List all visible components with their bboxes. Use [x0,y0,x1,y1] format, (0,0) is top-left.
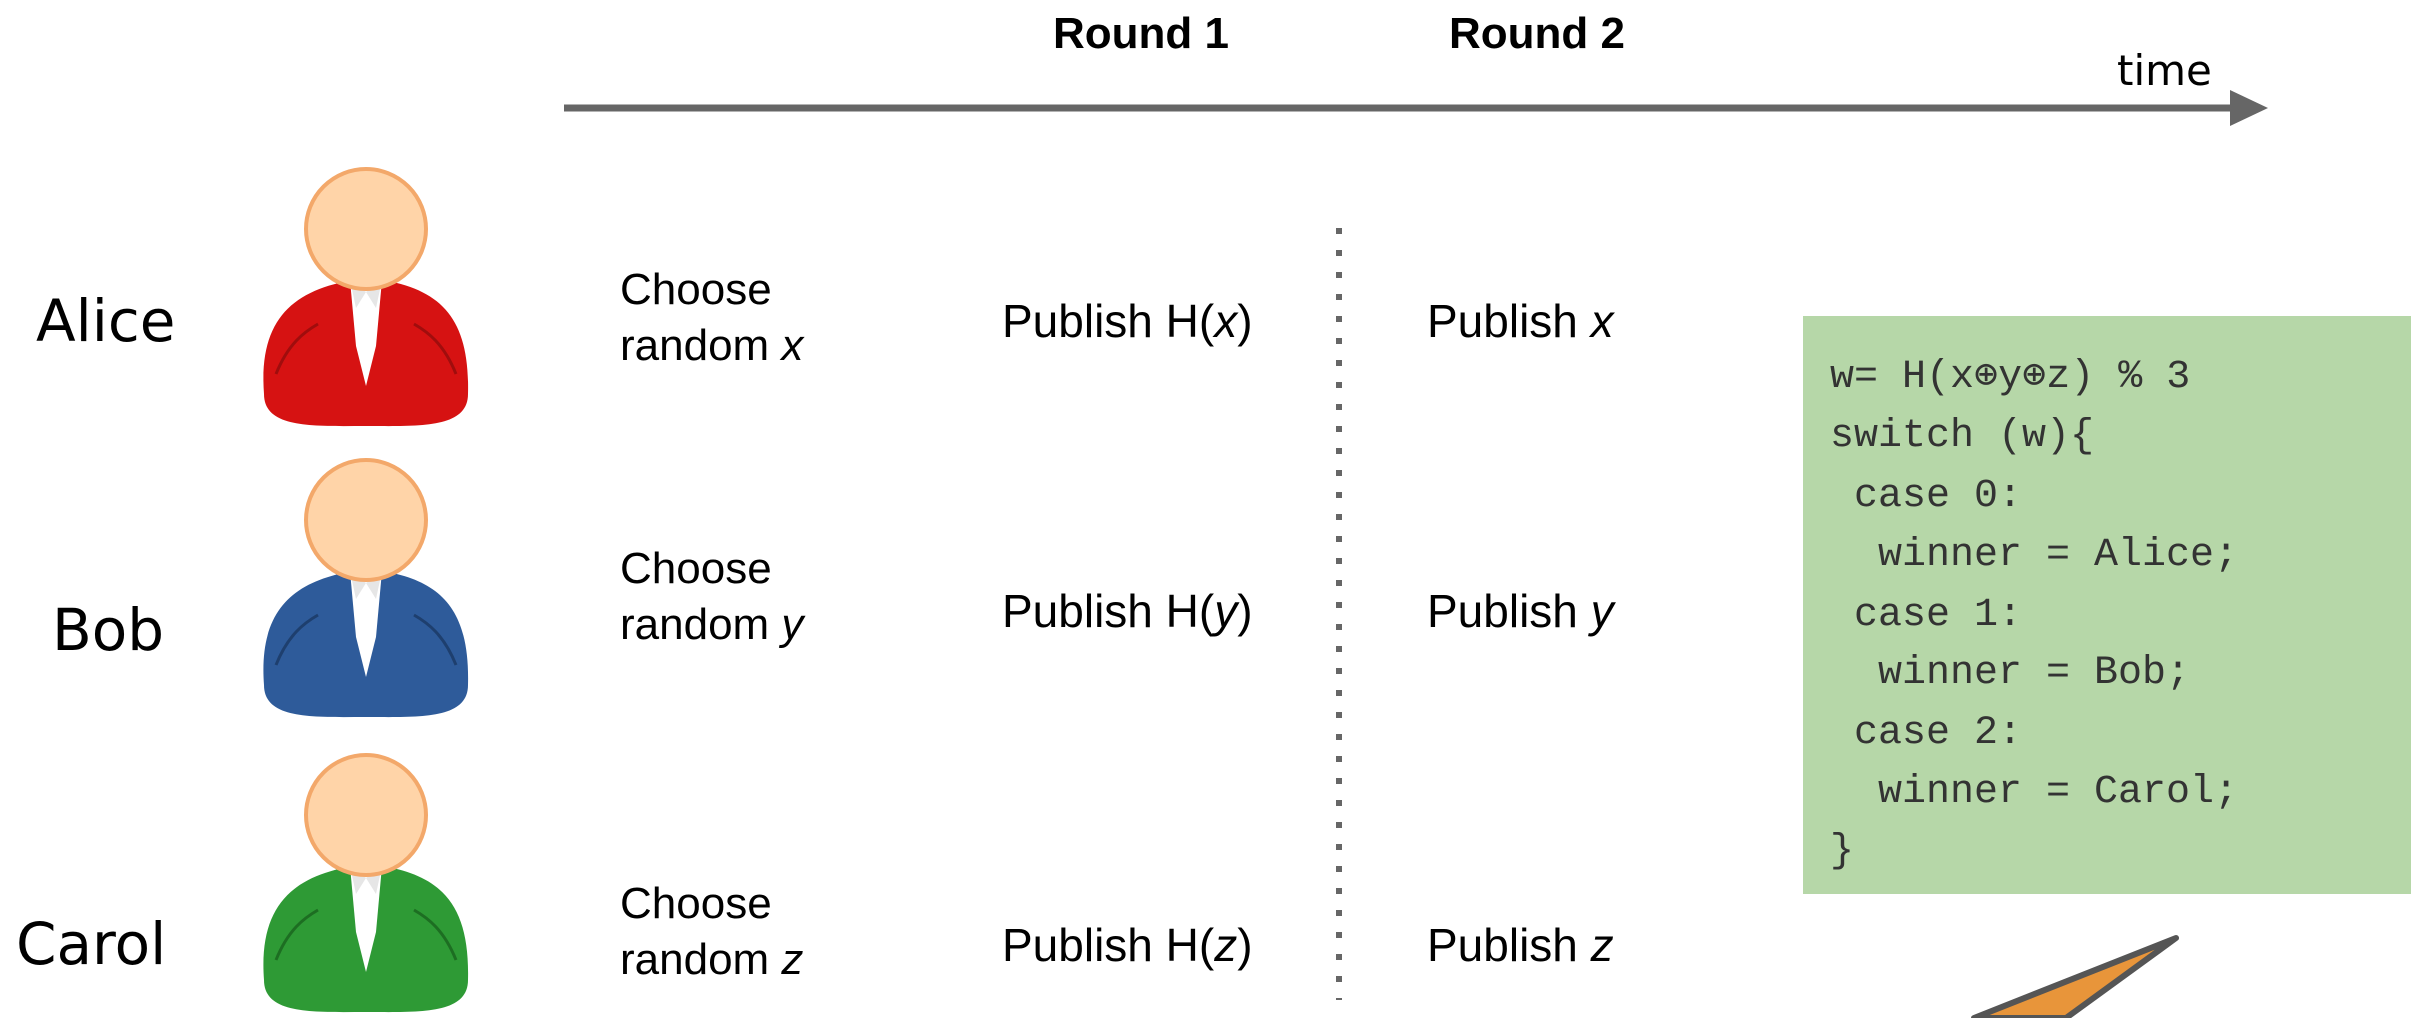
code-line: switch (w){ [1830,414,2095,459]
publish-value-bob: Publish y [1427,585,1614,637]
publish-value-alice: Publish x [1427,295,1614,347]
choose-random-alice: Choose random x [620,262,803,374]
code-line: } [1830,829,1855,874]
publish-hash-alice: Publish H(x) [1002,295,1253,347]
participant-name-alice: Alice [36,287,176,355]
choose-random-bob: Choose random y [620,541,803,653]
user-green-icon [263,753,469,1013]
user-red-icon [263,167,469,427]
choose-line2: random x [620,321,804,370]
publish-value-carol: Publish z [1427,919,1614,971]
orange-arrow-icon [1971,935,2179,1018]
winner-code-box: w= H(x⊕y⊕z) % 3 switch (w){ case 0: winn… [1803,316,2411,894]
choose-line2: random z [620,935,804,984]
code-line: winner = Carol; [1830,770,2239,815]
timeline-arrow [564,90,2268,126]
participant-name-bob: Bob [52,596,165,664]
code-line: case 1: [1830,593,2023,638]
choose-line1: Choose [620,879,772,928]
code-line: case 0: [1830,474,2023,519]
round-1-label: Round 1 [1053,9,1229,58]
code-line: w= H(x⊕y⊕z) % 3 [1830,355,2191,400]
choose-line2: random y [620,600,804,649]
publish-hash-carol: Publish H(z) [1002,919,1253,971]
choose-random-carol: Choose random z [620,876,803,988]
round-2-label: Round 2 [1449,9,1625,58]
code-line: winner = Alice; [1830,533,2239,578]
user-blue-icon [263,458,469,718]
code-line: winner = Bob; [1830,651,2191,696]
choose-line1: Choose [620,265,772,314]
choose-line1: Choose [620,544,772,593]
time-label: time [2117,46,2212,95]
publish-hash-bob: Publish H(y) [1002,585,1253,637]
code-line: case 2: [1830,711,2023,756]
participant-name-carol: Carol [16,910,167,978]
